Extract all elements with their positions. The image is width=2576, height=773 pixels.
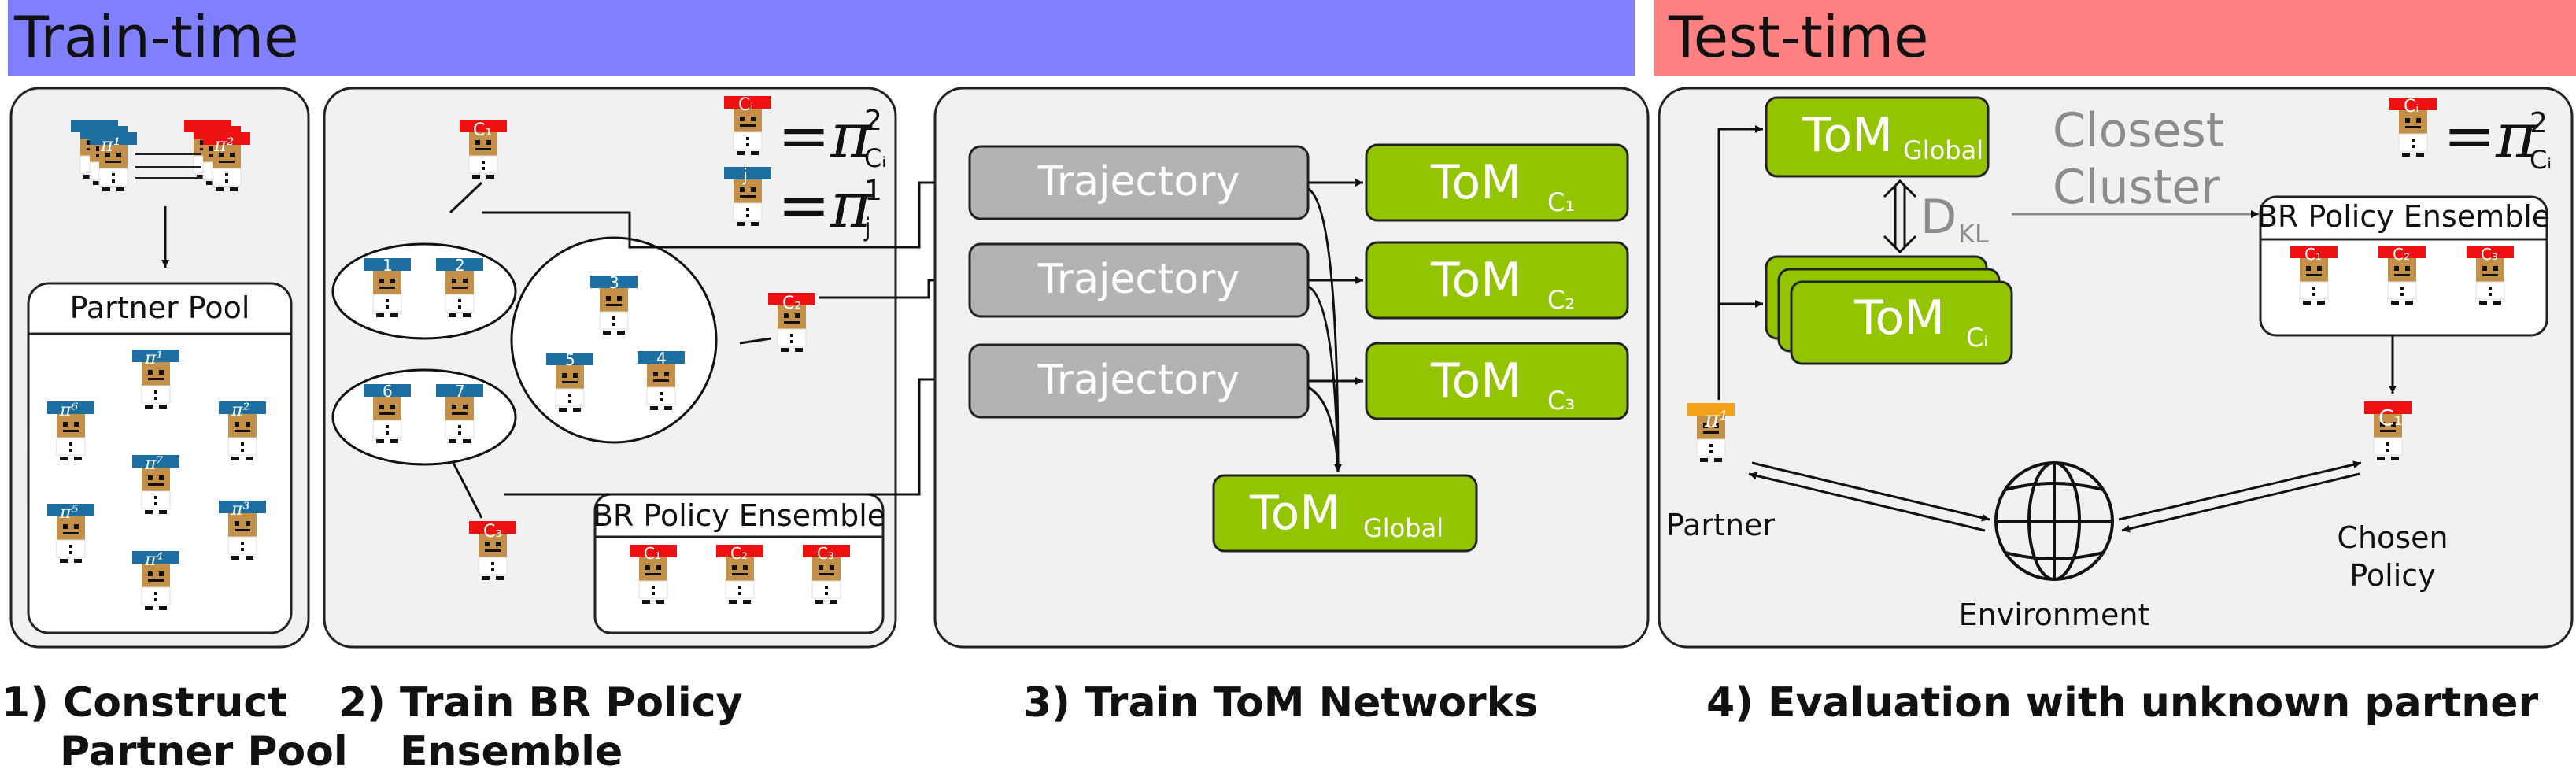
stack-pi2-label: π²	[213, 134, 234, 156]
stack-pi1-label: π¹	[100, 134, 120, 156]
cluster-1	[331, 242, 517, 340]
dkl-double-arrow	[1883, 179, 1917, 254]
pool-label-pi5: π⁵	[59, 503, 78, 523]
legend-eq2-sub: j	[863, 213, 871, 242]
br-agent-c2-label: C₂	[782, 294, 801, 313]
caption-3: 3) Train ToM Networks	[1023, 679, 1538, 727]
legend-eq1-sup: 2	[864, 105, 882, 137]
caption-1-line1: 1) Construct	[2, 679, 287, 727]
caption-2-line1: 2) Train BR Policy	[338, 679, 742, 727]
tom-c3-prefix: ToM	[1430, 353, 1521, 409]
chosen-policy-line2: Policy	[2349, 558, 2435, 593]
test-ensemble-c2: C₂	[2393, 245, 2410, 264]
pool-label-pi4: π⁴	[144, 550, 163, 570]
chosen-policy-line1: Chosen	[2337, 520, 2448, 555]
legend-blue-hat-label: j	[742, 166, 748, 186]
test-tom-global-prefix: ToM	[1802, 108, 1893, 163]
tom-c1-prefix: ToM	[1430, 155, 1521, 210]
chosen-hat-label: C₁	[2378, 405, 2403, 431]
tom-global-box	[1212, 474, 1478, 553]
legend-red-hat-label: Cᵢ	[738, 95, 753, 115]
cluster-agent-7: 7	[455, 382, 465, 401]
tom-c2-prefix: ToM	[1430, 253, 1521, 308]
cluster-agent-1: 1	[383, 256, 393, 275]
br-agent-c1-label: C₁	[473, 120, 492, 140]
tom-global-sub: Global	[1363, 513, 1443, 543]
test-legend-sup: 2	[2530, 107, 2548, 139]
br-ensemble-title: BR Policy Ensemble	[593, 498, 885, 533]
tom-c1-box	[1365, 143, 1629, 222]
pool-label-pi2: π²	[231, 401, 249, 420]
ensemble-c2: C₂	[730, 544, 748, 563]
tom-global-prefix: ToM	[1249, 486, 1340, 541]
caption-1-line2: Partner Pool	[60, 728, 348, 773]
tom-c1-sub: C₁	[1547, 187, 1575, 217]
tom-c3-box	[1365, 342, 1629, 420]
environment-label: Environment	[1959, 597, 2150, 632]
legend-eq1-sub: Cᵢ	[864, 143, 886, 173]
test-tom-global-box	[1765, 96, 1990, 178]
test-tom-ci-sub: Cᵢ	[1966, 323, 1988, 353]
ensemble-c1: C₁	[644, 544, 661, 563]
test-tom-ci-prefix: ToM	[1853, 290, 1945, 346]
pool-label-pi3: π³	[231, 500, 249, 520]
cluster-agent-3: 3	[609, 273, 619, 292]
test-time-bar	[1654, 0, 2576, 76]
cluster-agent-6: 6	[383, 382, 393, 401]
cluster-3	[331, 368, 517, 466]
dkl-sub: KL	[1958, 219, 1989, 249]
partner-pool-title: Partner Pool	[70, 290, 250, 325]
cluster-agent-5: 5	[565, 350, 575, 369]
edge-c1-to-traj1	[482, 179, 968, 249]
test-legend-sub: Cᵢ	[2530, 145, 2552, 175]
globe-icon	[1994, 461, 2114, 581]
pool-label-pi1: π¹	[144, 349, 163, 368]
caption-2-line2: Ensemble	[400, 728, 623, 773]
tom-c2-sub: C₂	[1547, 285, 1575, 315]
partner-label: Partner	[1666, 508, 1775, 542]
legend-eq1: =π	[778, 99, 873, 172]
test-tom-global-sub: Global	[1903, 135, 1983, 165]
legend-eq2-sup: 1	[864, 175, 882, 207]
stacked-partner-agents: π¹ π²	[70, 119, 251, 192]
partner-hat-label: π¹	[1704, 406, 1728, 432]
train-time-title: Train-time	[13, 4, 298, 70]
ensemble-c3: C₃	[817, 544, 834, 563]
tom-c3-sub: C₃	[1547, 386, 1575, 416]
trajectory-label-3: Trajectory	[1037, 357, 1240, 404]
closest-cluster-line1: Closest	[2053, 103, 2224, 158]
test-ensemble-c3: C₃	[2481, 245, 2498, 264]
trajectory-label-2: Trajectory	[1037, 256, 1240, 303]
trajectory-label-1: Trajectory	[1037, 158, 1240, 205]
legend-eq2: =π	[778, 168, 873, 242]
test-tom-ci-box	[1790, 280, 2013, 365]
test-ensemble-c1: C₁	[2304, 245, 2322, 264]
pool-label-pi6: π⁶	[59, 401, 78, 420]
test-legend-eq: =π	[2443, 99, 2538, 172]
br-agent-c3-label: C₃	[483, 522, 502, 542]
caption-4: 4) Evaluation with unknown partner	[1706, 679, 2538, 727]
cluster-agent-4: 4	[656, 349, 667, 368]
cluster-2	[510, 236, 718, 444]
cluster-agent-2: 2	[455, 256, 465, 275]
dkl-label: D	[1920, 190, 1957, 245]
tom-c2-box	[1365, 241, 1629, 320]
test-time-title: Test-time	[1668, 4, 1928, 70]
closest-cluster-line2: Cluster	[2053, 160, 2220, 215]
train-time-bar	[8, 0, 1635, 76]
test-br-ensemble-title: BR Policy Ensemble	[2257, 199, 2550, 234]
pool-label-pi7: π⁷	[144, 454, 163, 474]
test-legend-hat: Cᵢ	[2404, 97, 2419, 117]
